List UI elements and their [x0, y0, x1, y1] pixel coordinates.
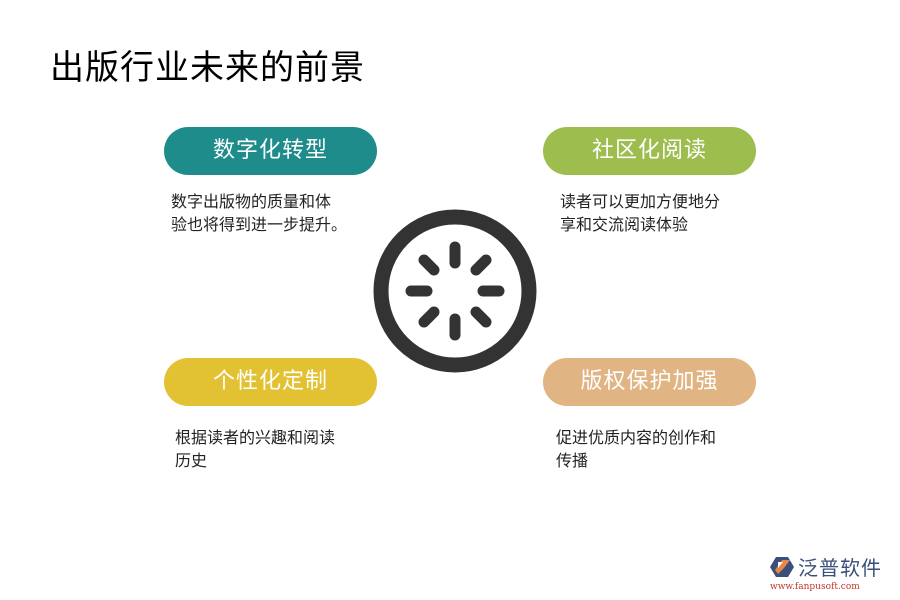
- page-title: 出版行业未来的前景: [50, 48, 365, 88]
- logo-name: 泛普软件: [798, 556, 882, 580]
- desc-digital-transformation: 数字出版物的质量和体 验也将得到进一步提升。: [171, 190, 371, 236]
- pill-community-reading: 社区化阅读: [543, 127, 756, 175]
- logo-url: www.fanpusoft.com: [770, 582, 860, 592]
- desc-line: 读者可以更加方便地分: [560, 192, 721, 211]
- desc-community-reading: 读者可以更加方便地分 享和交流阅读体验: [560, 190, 760, 236]
- desc-line: 传播: [556, 451, 589, 470]
- desc-line: 根据读者的兴趣和阅读: [175, 428, 336, 447]
- pill-copyright-protection: 版权保护加强: [543, 358, 756, 406]
- desc-line: 验也将得到进一步提升。: [171, 215, 348, 234]
- desc-copyright-protection: 促进优质内容的创作和 传播: [556, 426, 756, 472]
- brand-logo: 泛普软件 www.fanpusoft.com: [770, 552, 895, 596]
- desc-line: 享和交流阅读体验: [560, 215, 689, 234]
- desc-line: 历史: [175, 451, 208, 470]
- desc-personalization: 根据读者的兴趣和阅读 历史: [175, 426, 375, 472]
- pill-personalization: 个性化定制: [164, 358, 377, 406]
- desc-line: 促进优质内容的创作和: [556, 428, 717, 447]
- desc-line: 数字出版物的质量和体: [171, 192, 332, 211]
- pill-digital-transformation: 数字化转型: [164, 127, 377, 175]
- fanpu-logo-icon: [770, 556, 794, 577]
- loading-spinner-icon: [373, 209, 537, 373]
